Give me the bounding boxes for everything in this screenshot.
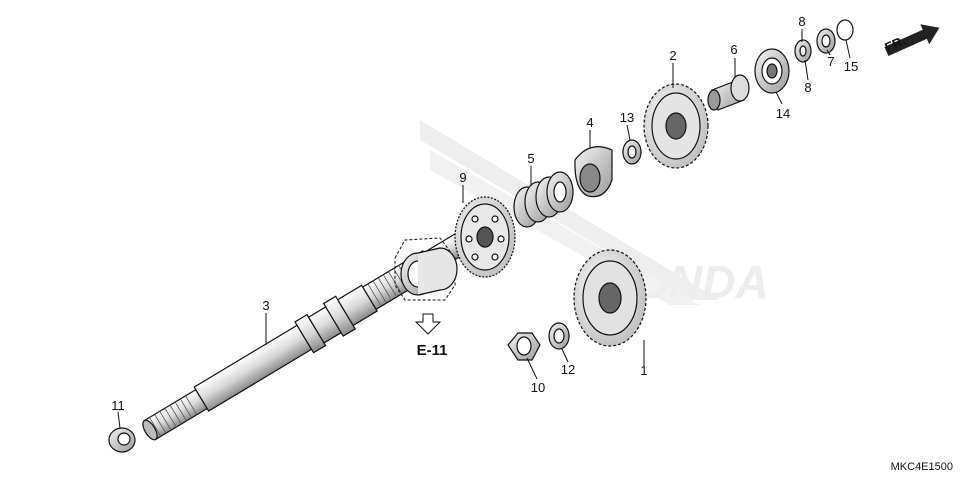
callout-14: 14	[776, 106, 790, 121]
callout-8-top: 8	[798, 14, 805, 29]
bearing-reference	[394, 237, 458, 301]
callout-10: 10	[531, 380, 545, 395]
collar-6	[707, 74, 750, 111]
washer-13	[622, 139, 642, 165]
gear-2	[643, 83, 709, 169]
gear-1	[573, 249, 647, 347]
gear-9	[454, 196, 516, 278]
callout-4: 4	[586, 115, 593, 130]
reference-label: E-11	[417, 342, 448, 359]
callout-3: 3	[262, 298, 269, 313]
callout-labels: 1 2 3 4 5 6 7 8 8 9 10 11 12 13 14 15	[111, 14, 858, 413]
callout-5: 5	[527, 151, 534, 166]
reference-arrow	[414, 313, 442, 335]
callout-6: 6	[730, 42, 737, 57]
nut-10	[507, 332, 541, 361]
callout-12: 12	[561, 362, 575, 377]
callout-leaders	[117, 29, 851, 429]
callout-9: 9	[459, 170, 466, 185]
cam-4	[574, 146, 613, 198]
callout-7: 7	[827, 54, 834, 69]
front-direction-label: FR.	[883, 33, 908, 55]
front-direction-arrow: FR.	[883, 24, 940, 56]
washer-7	[816, 28, 836, 54]
diagram-code: MKC4E1500	[891, 461, 953, 473]
snap-ring-15	[836, 19, 854, 41]
callout-11: 11	[111, 398, 125, 413]
callout-15: 15	[844, 59, 858, 74]
bearing-14	[754, 48, 790, 94]
washer-12	[548, 322, 570, 350]
callout-13: 13	[620, 110, 634, 125]
spring-5	[513, 171, 574, 228]
callout-2: 2	[669, 48, 676, 63]
callout-8-bottom: 8	[804, 80, 811, 95]
washer-8	[794, 39, 812, 63]
nut-11	[108, 427, 136, 453]
callout-1: 1	[640, 363, 647, 378]
